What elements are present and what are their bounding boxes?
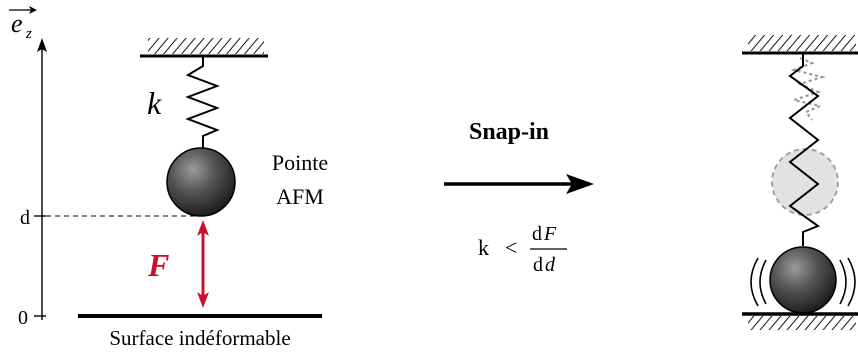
afm-tip-ball: [166, 147, 236, 217]
spring-constant-label: k: [147, 85, 162, 121]
svg-text:z: z: [25, 26, 32, 42]
condition-denominator-var: d: [545, 254, 556, 276]
force-arrow: [197, 220, 209, 308]
condition-k: k: [478, 235, 489, 260]
ghost-spring: [789, 56, 827, 121]
vertical-axis: [34, 38, 47, 320]
right-ceiling: [742, 35, 858, 55]
tip-label-line1: Pointe: [272, 150, 328, 175]
right-surface: [742, 312, 858, 330]
axis-vector-label: e z: [9, 6, 37, 42]
transition-arrow-head: [566, 174, 594, 194]
snap-condition: k < d F d d: [478, 223, 567, 276]
left-ceiling: [140, 38, 268, 58]
right-spring-stretched: [788, 53, 821, 246]
vibration-marks-left: [750, 257, 767, 307]
condition-numerator-var: F: [543, 223, 557, 245]
snap-in-title: Snap-in: [469, 119, 549, 145]
vibration-marks-right: [839, 257, 856, 307]
tick-label-0: 0: [18, 307, 28, 329]
condition-denominator-d: d: [533, 254, 543, 276]
surface-label: Surface indéformable: [109, 326, 290, 350]
tip-label-line2: AFM: [276, 184, 324, 209]
svg-text:e: e: [11, 9, 23, 38]
left-spring: [185, 56, 220, 150]
tick-label-d: d: [20, 207, 30, 229]
condition-less-than: <: [505, 235, 517, 260]
snapped-tip-ball: [769, 246, 837, 314]
ghost-tip-ball: [771, 148, 839, 216]
condition-numerator-d: d: [532, 223, 542, 245]
force-label: F: [147, 247, 169, 283]
